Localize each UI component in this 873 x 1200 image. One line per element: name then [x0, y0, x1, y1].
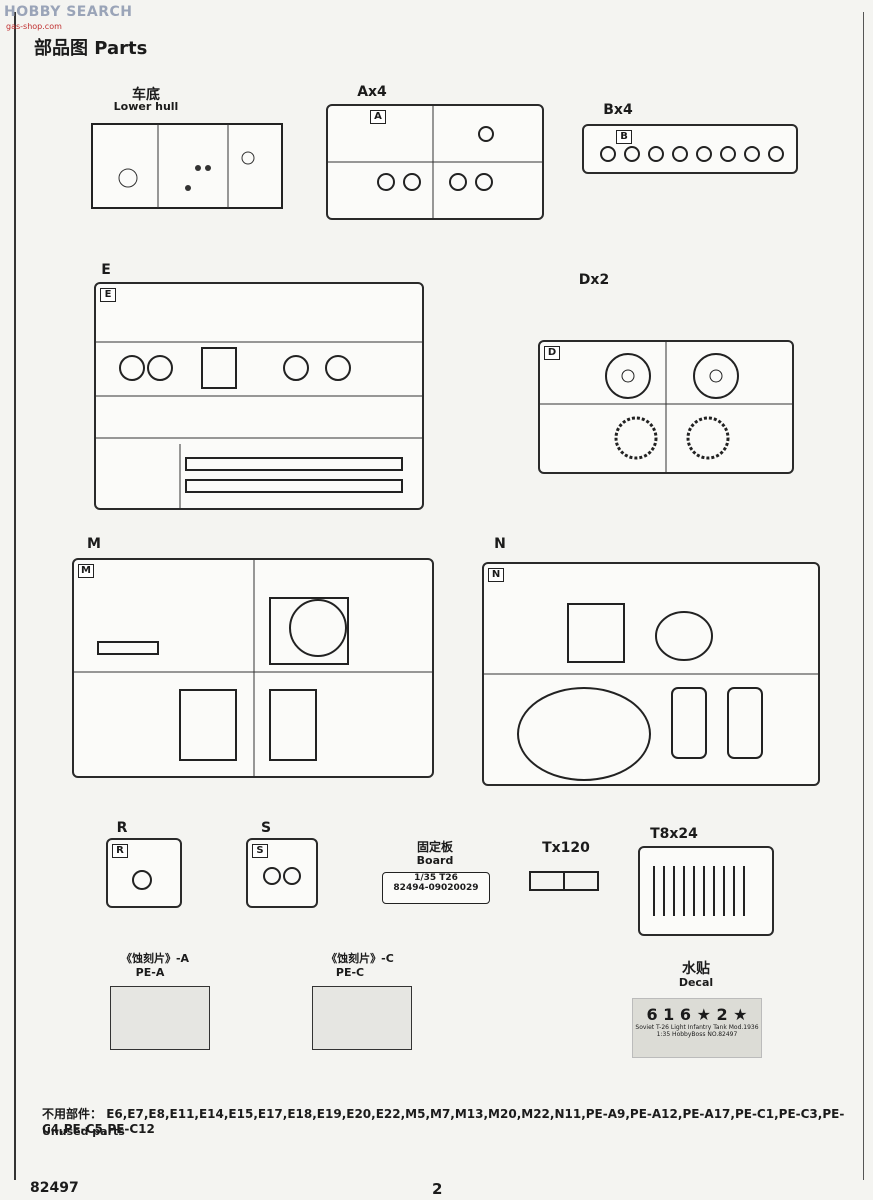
sprue-t8	[638, 846, 774, 936]
board-label-en: Board	[416, 854, 454, 867]
sprue-a: A	[326, 104, 544, 220]
unused-parts-line: 不用部件： E6,E7,E8,E11,E14,E15,E17,E18,E19,E…	[42, 1105, 873, 1136]
sprue-t8-parts	[653, 866, 745, 916]
decal-sheet: 6 1 6 ★ 2 ★ Soviet T-26 Light Infantry T…	[632, 998, 762, 1058]
unused-parts-cn: 不用部件：	[42, 1107, 103, 1121]
decal-label-en: Decal	[678, 976, 714, 989]
sprue-m: M	[72, 558, 434, 778]
sprue-n-label: N	[494, 536, 506, 552]
board: 1/35 T26 82494-09020029	[382, 872, 490, 904]
unused-parts-list: E6,E7,E8,E11,E14,E15,E17,E18,E19,E20,E22…	[42, 1107, 845, 1136]
lower-hull-label-en: Lower hull	[113, 100, 179, 113]
track-link-drawing	[529, 871, 599, 891]
page-number: 2	[432, 1180, 443, 1198]
pe-c-fret	[312, 986, 412, 1050]
sprue-a-label: Ax4	[357, 84, 387, 100]
sprue-m-label: M	[87, 536, 101, 552]
decal-markings: 6 1 6 ★ 2 ★	[646, 1005, 748, 1024]
decal-label-cn: 水贴	[682, 961, 710, 977]
sprue-d-tag: D	[544, 346, 560, 360]
decal-text2: 1:35 HobbyBoss NO.82497	[656, 1031, 738, 1038]
sprue-r-tag: R	[112, 844, 128, 858]
sprue-s-label: S	[260, 820, 272, 836]
sprue-e-label: E	[101, 262, 111, 278]
sprue-s: S	[246, 838, 318, 908]
decal-text1: Soviet T-26 Light Infantry Tank Mod.1936	[635, 1024, 759, 1031]
product-number: 82497	[30, 1180, 79, 1196]
sprue-a-tag: A	[370, 110, 386, 124]
sprue-e: E	[94, 282, 424, 510]
sprue-r-parts	[132, 870, 152, 890]
lower-hull-label-cn: 车底	[132, 87, 160, 103]
sprue-b: B	[582, 124, 798, 174]
sprue-m-parts	[74, 560, 432, 776]
watermark: HOBBY SEARCH	[4, 4, 133, 20]
lower-hull-drawing	[91, 123, 283, 209]
sprue-e-tag: E	[100, 288, 116, 302]
track-label: Tx120	[542, 840, 590, 856]
pe-a-label-en: PE-A	[135, 966, 165, 979]
board-line2: 82494-09020029	[393, 883, 479, 893]
sprue-a-parts	[328, 106, 542, 218]
sprue-r-label: R	[116, 820, 128, 836]
watermark-sub: gas-shop.com	[6, 22, 62, 31]
sprue-r: R	[106, 838, 182, 908]
page-frame	[14, 12, 864, 1180]
sprue-n-tag: N	[488, 568, 504, 582]
sprue-s-parts	[263, 867, 301, 885]
pe-c-label-en: PE-C	[335, 966, 365, 979]
sprue-m-tag: M	[78, 564, 94, 578]
sprue-n-parts	[484, 603, 818, 781]
board-label-cn: 固定板	[416, 840, 453, 854]
pe-a-label-cn: 《蚀刻片》-A	[120, 952, 190, 965]
board-line1: 1/35 T26	[414, 873, 458, 883]
pe-c-label-cn: 《蚀刻片》-C	[326, 952, 394, 965]
sprue-b-tag: B	[616, 130, 632, 144]
pe-a-fret	[110, 986, 210, 1050]
t8-label: T8x24	[650, 826, 698, 842]
sprue-d-label: Dx2	[578, 272, 610, 288]
sprue-b-label: Bx4	[603, 102, 633, 118]
page-title: 部品图 Parts	[34, 38, 148, 59]
sprue-d-parts	[540, 342, 792, 472]
sprue-e-parts	[96, 341, 422, 508]
unused-parts-en: Unused parts	[42, 1125, 125, 1138]
sprue-s-tag: S	[252, 844, 268, 858]
sprue-d: D	[538, 340, 794, 474]
sprue-b-parts	[600, 146, 784, 162]
sprue-n: N	[482, 562, 820, 786]
